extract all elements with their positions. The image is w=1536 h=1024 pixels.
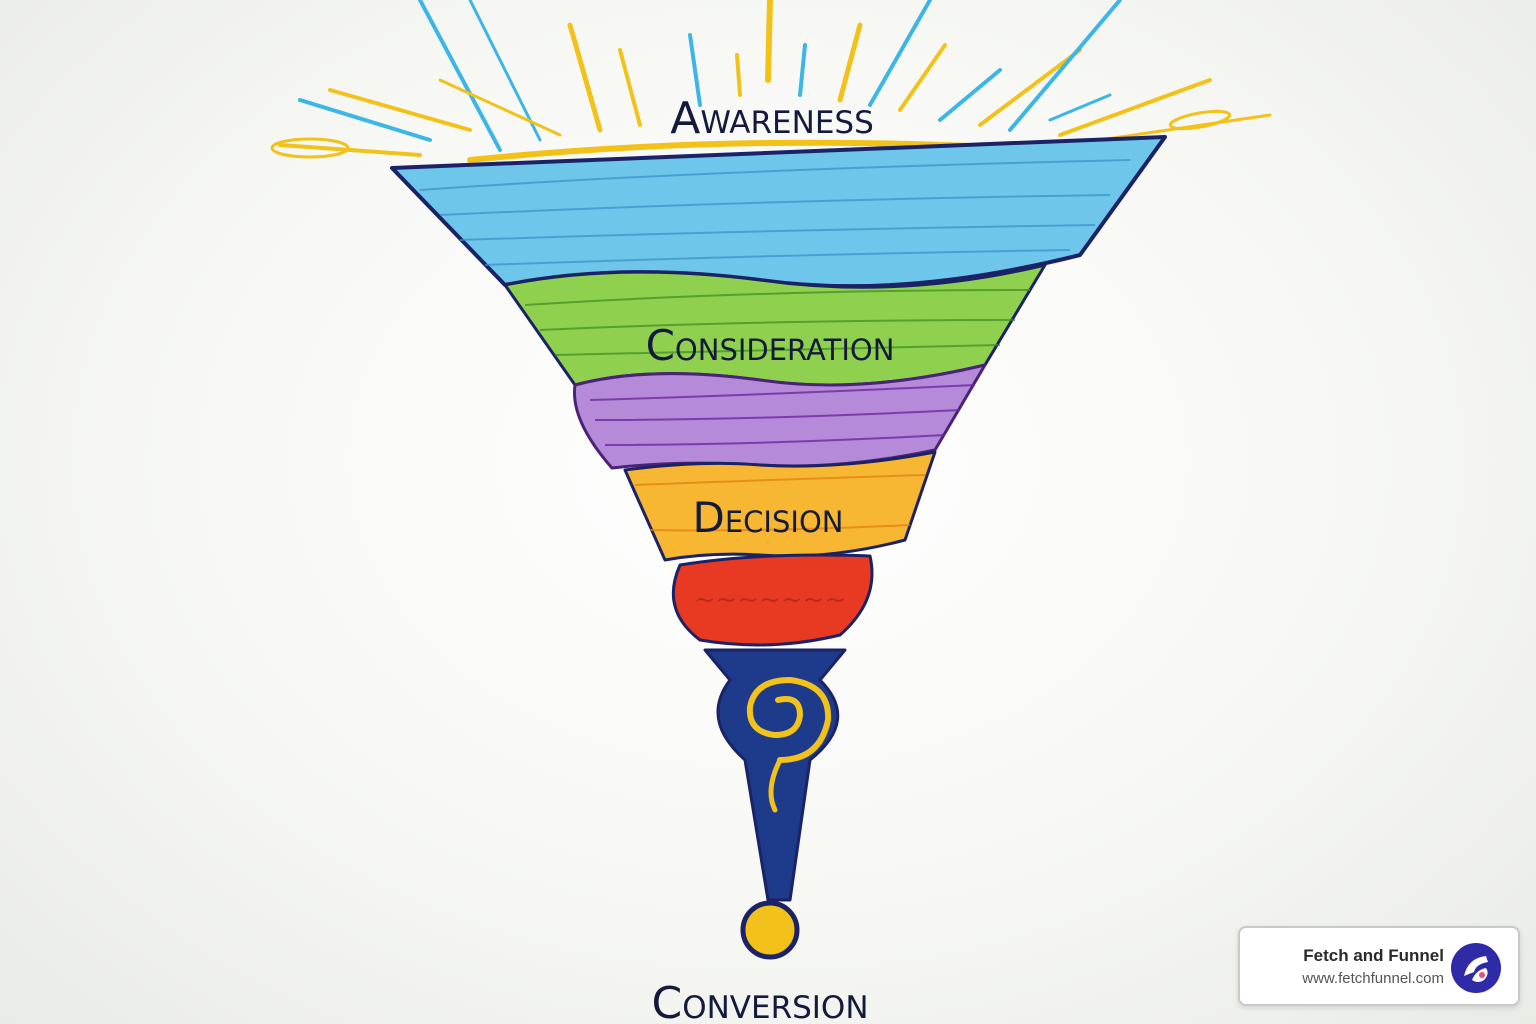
- stage-label-decision: Decision: [693, 493, 844, 542]
- brand-name: Fetch and Funnel: [1303, 946, 1444, 965]
- spiral-icon: [746, 676, 832, 813]
- red-band-scribble: ~~~~~~~: [694, 585, 847, 615]
- conversion-drop: [740, 900, 800, 960]
- stage-label-awareness: Awareness: [670, 93, 874, 144]
- decision-texture: [634, 474, 926, 532]
- funnel-band-red: [671, 553, 874, 647]
- awareness-texture: [419, 159, 1131, 266]
- funnel-band-decision: [623, 450, 937, 562]
- fetch-funnel-logo-icon: [1451, 943, 1501, 993]
- stage-label-conversion: Conversion: [651, 978, 868, 1024]
- purple-texture: [589, 384, 976, 446]
- consideration-texture: [524, 289, 1031, 356]
- brand-url[interactable]: www.fetchfunnel.com: [1302, 970, 1444, 987]
- brand-card[interactable]: Fetch and Funnel www.fetchfunnel.com: [1238, 926, 1520, 1006]
- stage-label-consideration: Consideration: [646, 321, 895, 370]
